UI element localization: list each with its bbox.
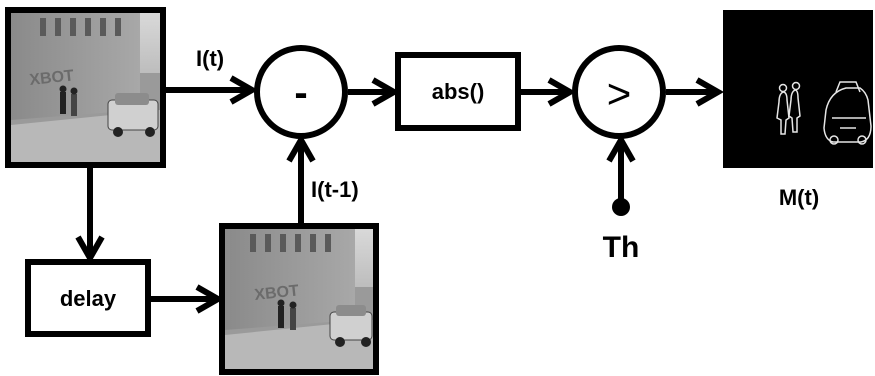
output-mask-image xyxy=(723,10,873,168)
current-frame-label: I(t) xyxy=(196,46,224,71)
threshold-dot xyxy=(612,198,630,216)
svg-text:XBOT: XBOT xyxy=(254,282,300,304)
abs-block-label: abs() xyxy=(432,79,485,104)
frame-current-image: XBOT xyxy=(5,7,166,168)
subtract-op-label: - xyxy=(294,71,307,115)
delay-block xyxy=(25,259,151,337)
svg-text:XBOT: XBOT xyxy=(29,67,75,89)
output-mask-label: M(t) xyxy=(779,185,819,210)
frame-previous-image: XBOT xyxy=(219,223,379,375)
threshold-label: Th xyxy=(603,231,640,264)
compare-op-label: > xyxy=(607,70,632,117)
previous-frame-label: I(t-1) xyxy=(311,177,359,202)
connectors xyxy=(75,75,725,314)
delay-block-label: delay xyxy=(60,286,117,311)
